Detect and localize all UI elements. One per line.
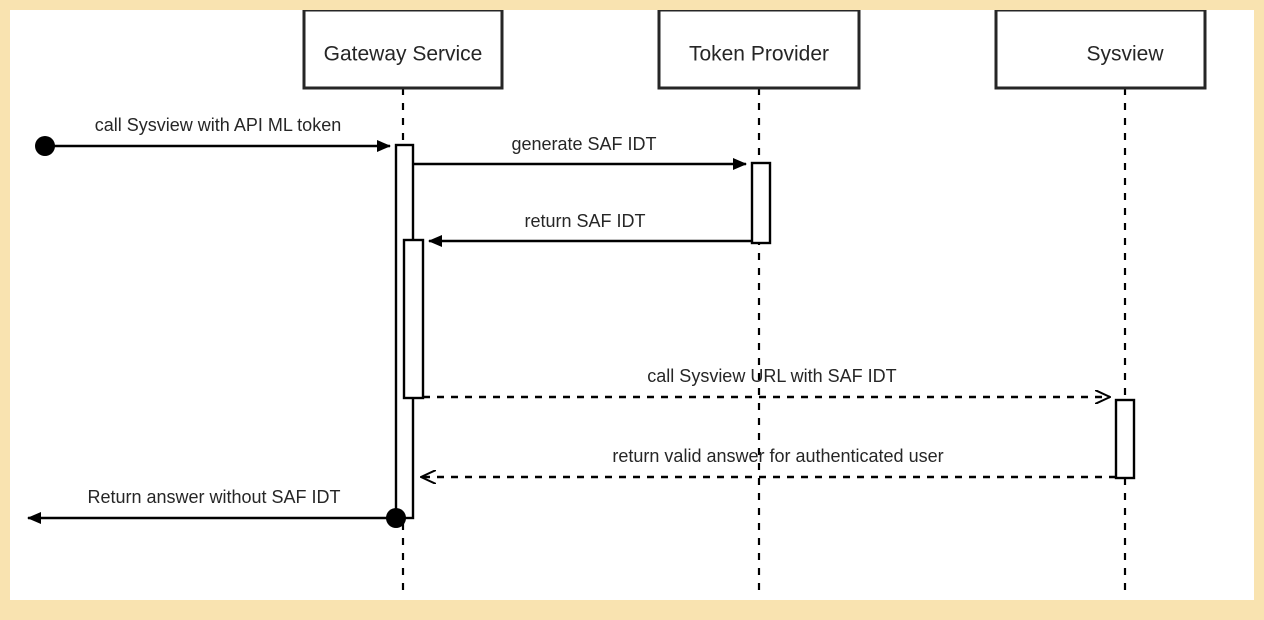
activation-bar-token-provider bbox=[750, 161, 772, 245]
message-label-m4: call Sysview URL with SAF IDT bbox=[647, 366, 896, 386]
message-return-valid-answer[interactable]: return valid answer for authenticated us… bbox=[421, 446, 1116, 477]
activation-bar-gateway-nested bbox=[402, 238, 425, 400]
lifeline-label-gateway: Gateway Service bbox=[324, 43, 483, 66]
start-point-dot bbox=[35, 136, 55, 156]
message-generate-saf-idt[interactable]: generate SAF IDT bbox=[413, 134, 747, 170]
message-return-saf-idt[interactable]: return SAF IDT bbox=[428, 211, 752, 247]
message-call-sysview-url-with-saf-idt[interactable]: call Sysview URL with SAF IDT bbox=[423, 366, 1110, 397]
message-label-m6: Return answer without SAF IDT bbox=[87, 487, 340, 507]
message-label-m1: call Sysview with API ML token bbox=[95, 115, 341, 135]
lifeline-box-sysview bbox=[994, 8, 1207, 90]
lifeline-box-gateway bbox=[302, 8, 504, 90]
message-call-sysview-with-apiml-token[interactable]: call Sysview with API ML token bbox=[45, 115, 391, 152]
lifeline-header-gateway[interactable]: Gateway Service bbox=[302, 8, 504, 90]
lifeline-box-token bbox=[657, 8, 861, 90]
lifeline-label-token: Token Provider bbox=[689, 43, 829, 66]
message-return-answer-without-saf-idt[interactable]: Return answer without SAF IDT bbox=[27, 487, 396, 524]
lifeline-header-sysview[interactable]: Sysview bbox=[994, 8, 1207, 90]
message-label-m3: return SAF IDT bbox=[524, 211, 645, 231]
message-label-m5: return valid answer for authenticated us… bbox=[612, 446, 943, 466]
message-label-m2: generate SAF IDT bbox=[511, 134, 656, 154]
activation-bar-sysview bbox=[1114, 398, 1136, 480]
end-point-dot bbox=[386, 508, 406, 528]
lifeline-label-sysview: Sysview bbox=[1086, 43, 1164, 66]
lifeline-header-token[interactable]: Token Provider bbox=[657, 8, 861, 90]
